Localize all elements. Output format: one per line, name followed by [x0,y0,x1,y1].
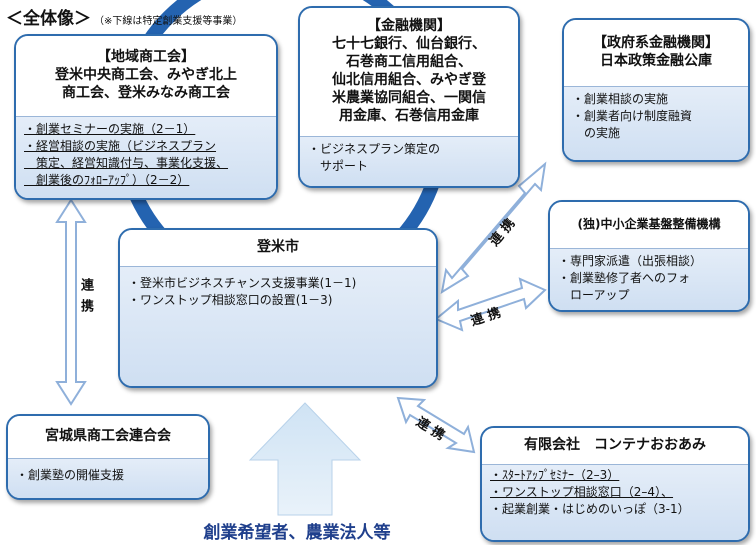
kinyu-members-4: 米農業協同組合、一関信 [332,90,486,106]
box-chiiki-header: 【地域商工会】 登米中央商工会、みやぎ北上 商工会、登米みなみ商工会 [16,36,276,114]
chiiki-members-1: 登米中央商工会、みやぎ北上 [55,67,237,83]
box-kinyu-header: 【金融機関】 七十七銀行、仙台銀行、 石巻商工信用組合、 仙北信用組合、みやぎ登… [300,8,518,134]
tome-item-1: ・登米市ビジネスチャンス支援事業(1－1) [128,276,357,290]
box-rengokai: 宮城県商工会連合会 ・創業塾の開催支援 [6,414,210,500]
double-arrow-to-contena [396,396,476,454]
double-arrow-vertical [55,198,87,406]
box-tome-header: 登米市 [120,230,436,264]
box-smrj: (独)中小企業基盤整備機構 ・専門家派遣（出張相談） ・創業塾修了者へのフォ ロ… [548,200,750,312]
chiiki-members-2: 商工会、登米みなみ商工会 [62,85,230,101]
box-tome-city: 登米市 ・登米市ビジネスチャンス支援事業(1－1) ・ワンストップ相談窓口の設置… [118,228,438,388]
contena-item-2: ・ワンストップ相談窓口（2–4）、 [490,485,674,499]
rengokai-heading: 宮城県商工会連合会 [45,428,171,444]
box-kinyu-kikan: 【金融機関】 七十七銀行、仙台銀行、 石巻商工信用組合、 仙北信用組合、みやぎ登… [298,6,520,188]
box-rengokai-body: ・創業塾の開催支援 [8,458,208,498]
chiiki-heading: 【地域商工会】 [97,49,195,65]
kinyu-item-2: サポート [308,159,369,173]
box-seifu-kinyu: 【政府系金融機関】 日本政策金融公庫 ・創業相談の実施 ・創業者向け制度融資 の… [562,18,750,162]
seifu-heading: 【政府系金融機関】 [593,35,719,51]
box-seifu-body: ・創業相談の実施 ・創業者向け制度融資 の実施 [564,86,748,160]
box-contena-header: 有限会社 コンテナおおあみ [482,428,748,462]
smrj-item-3: ローアップ [558,288,630,302]
box-contena-oami: 有限会社 コンテナおおあみ ・ｽﾀｰﾄｱｯﾌﾟｾﾐﾅｰ（2–3） ・ワンストップ… [480,426,750,542]
box-contena-body: ・ｽﾀｰﾄｱｯﾌﾟｾﾐﾅｰ（2–3） ・ワンストップ相談窓口（2–4）、 ・起業… [482,464,748,540]
renkei-label-vertical: 連携 [76,278,95,320]
box-kinyu-body: ・ビジネスプラン策定の サポート [300,136,518,186]
kinyu-members-3: 仙北信用組合、みやぎ登 [332,72,486,88]
kinyu-heading: 【金融機関】 [367,18,451,34]
kinyu-item-1: ・ビジネスプラン策定の [308,142,441,156]
tome-item-2: ・ワンストップ相談窓口の設置(1－3) [128,293,333,307]
contena-item-1: ・ｽﾀｰﾄｱｯﾌﾟｾﾐﾅｰ（2–3） [490,468,620,482]
target-audience-label: 創業希望者、農業法人等 [203,523,391,543]
box-chiiki-shokokai: 【地域商工会】 登米中央商工会、みやぎ北上 商工会、登米みなみ商工会 ・創業セミ… [14,34,278,200]
kinyu-members-1: 七十七銀行、仙台銀行、 [332,36,486,52]
contena-heading: 有限会社 コンテナおおあみ [524,437,706,453]
seifu-item-1: ・創業相談の実施 [572,92,669,106]
renkei-text-vertical: 連携 [78,278,93,320]
kinyu-members-2: 石巻商工信用組合、 [346,54,472,70]
smrj-heading: (独)中小企業基盤整備機構 [577,217,721,231]
seifu-item-3: の実施 [572,126,621,140]
chiiki-item-consult-2: 策定、経営知識付与、事業化支援、 [24,156,229,170]
box-tome-body: ・登米市ビジネスチャンス支援事業(1－1) ・ワンストップ相談窓口の設置(1－3… [120,266,436,386]
big-up-arrow [248,402,362,516]
title-text: ＜全体像＞ [6,9,91,29]
double-arrow-to-smrj [434,277,547,332]
box-rengokai-header: 宮城県商工会連合会 [8,416,208,456]
rengokai-item-1: ・創業塾の開催支援 [16,468,125,482]
box-chiiki-body: ・創業セミナーの実施（2－1） ・経営相談の実施（ビジネスプラン 策定、経営知識… [16,116,276,198]
seifu-members: 日本政策金融公庫 [600,53,712,69]
double-arrow-to-seifu [440,161,547,295]
box-smrj-header: (独)中小企業基盤整備機構 [550,202,748,246]
seifu-item-2: ・創業者向け制度融資 [572,109,693,123]
overview-title: ＜全体像＞（※下線は特定創業支援等事業） [6,4,242,29]
smrj-item-2: ・創業塾修了者へのフォ [558,271,691,285]
box-seifu-header: 【政府系金融機関】 日本政策金融公庫 [564,20,748,84]
box-smrj-body: ・専門家派遣（出張相談） ・創業塾修了者へのフォ ローアップ [550,248,748,310]
underline-note: （※下線は特定創業支援等事業） [94,16,243,27]
chiiki-item-consult-1: ・経営相談の実施（ビジネスプラン [24,139,217,153]
chiiki-item-consult-3: 創業後のﾌｫﾛｰｱｯﾌﾟ）（2－2） [24,173,190,187]
smrj-item-1: ・専門家派遣（出張相談） [558,254,703,268]
chiiki-item-seminar: ・創業セミナーの実施（2－1） [24,122,196,136]
kinyu-members-5: 用金庫、石巻信用金庫 [339,108,479,124]
contena-item-3: ・起業創業・はじめのいっぽ（3-1） [490,502,690,516]
tome-heading: 登米市 [257,239,299,255]
